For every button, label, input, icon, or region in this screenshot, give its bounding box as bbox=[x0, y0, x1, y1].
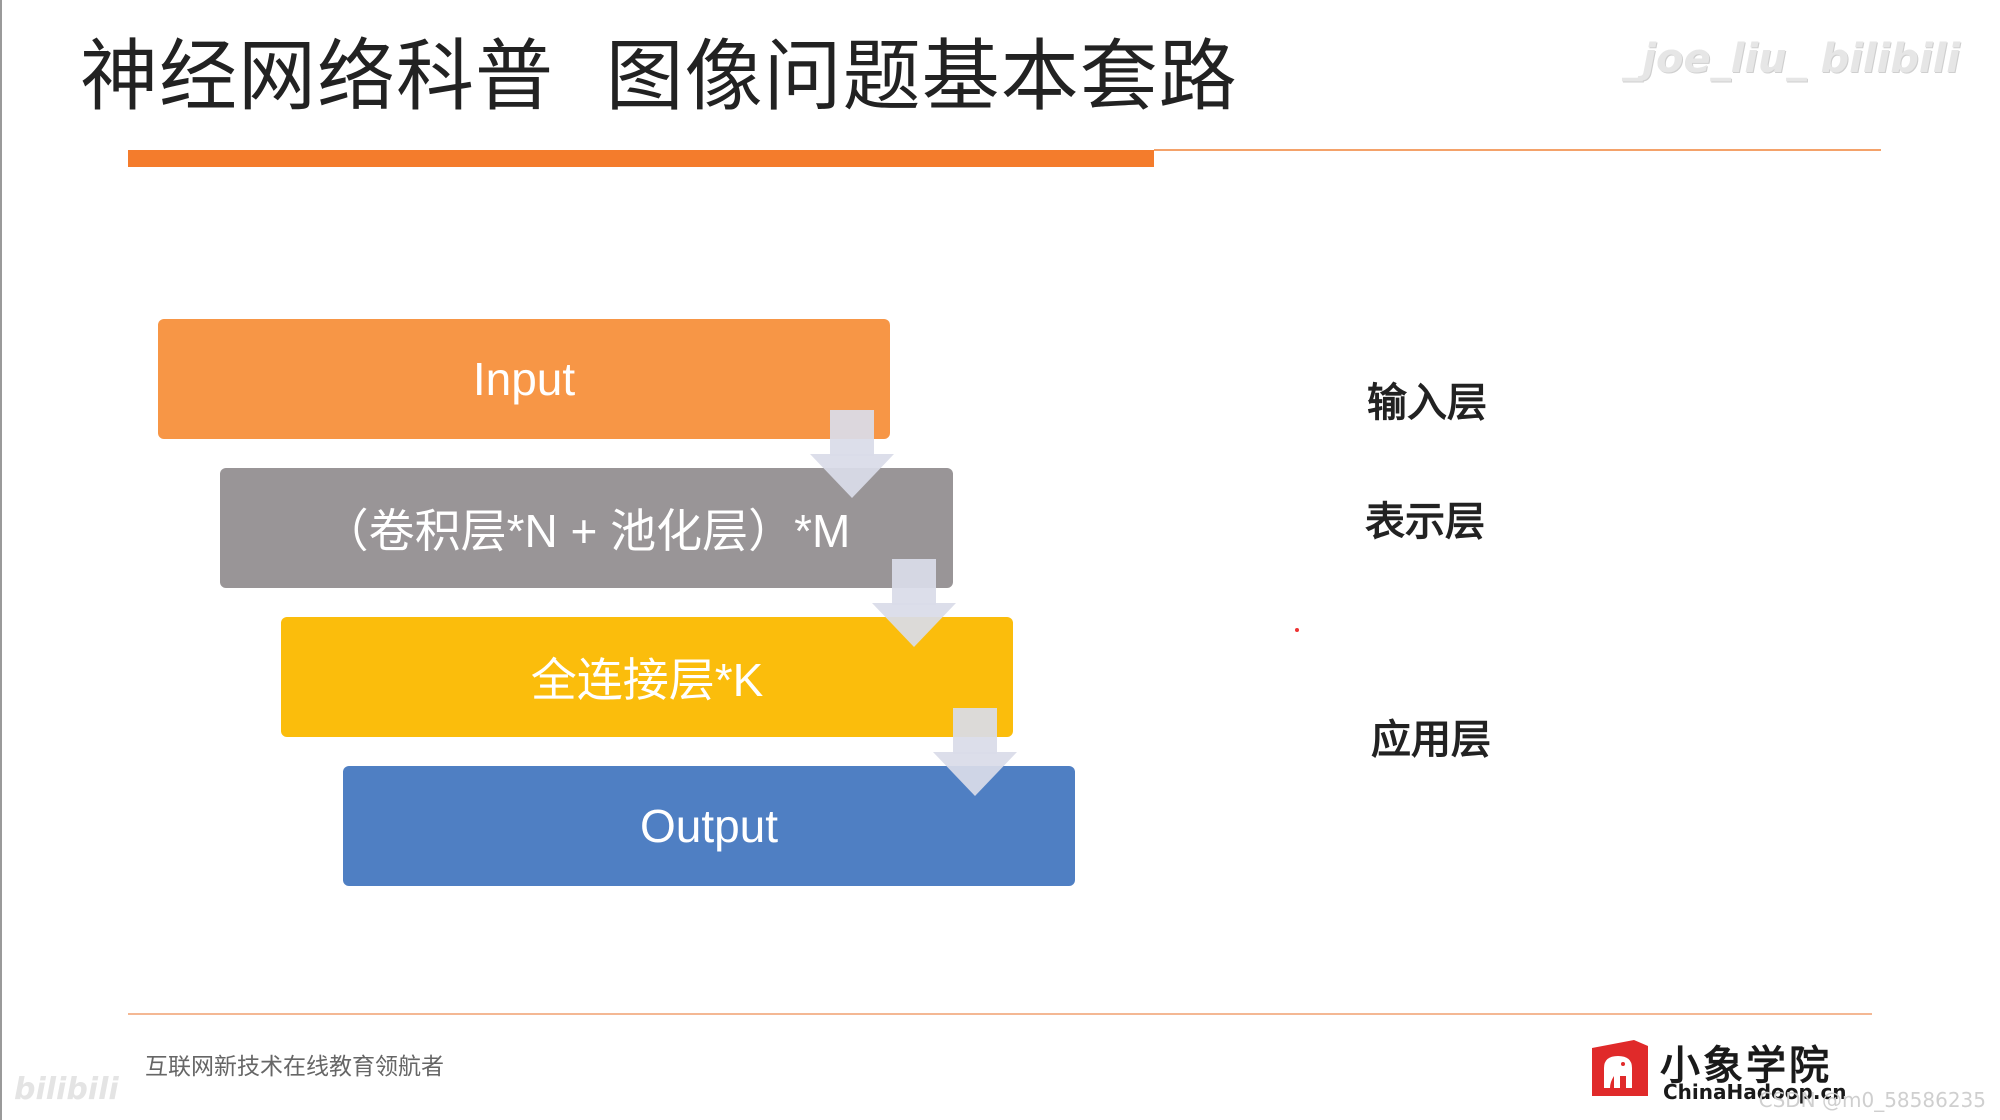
elephant-logo-icon bbox=[1592, 1040, 1648, 1096]
output-box: Output bbox=[343, 766, 1075, 886]
csdn-watermark: CSDN @m0_58586235 bbox=[1758, 1088, 1986, 1112]
layer-label-representation: 表示层 bbox=[1365, 499, 1485, 545]
representation-box: （卷积层*N + 池化层）*M bbox=[220, 468, 953, 588]
footer-divider bbox=[128, 1013, 1872, 1015]
fully-connected-box: 全连接层*K bbox=[281, 617, 1013, 737]
down-arrow-icon bbox=[810, 410, 894, 498]
layer-label-input: 输入层 bbox=[1367, 380, 1487, 426]
down-arrow-icon bbox=[872, 559, 956, 647]
stray-dot bbox=[1295, 628, 1299, 632]
watermark-bottom: bilibili bbox=[14, 1072, 119, 1107]
title-underline-thick bbox=[128, 150, 1154, 167]
left-border bbox=[0, 0, 2, 1120]
layer-label-application: 应用层 bbox=[1371, 717, 1491, 763]
down-arrow-icon bbox=[933, 708, 1017, 796]
logo-name: 小象学院 bbox=[1660, 1043, 1832, 1089]
title-underline-thin bbox=[1154, 149, 1881, 151]
watermark-top: _joe_liu_ bilibili bbox=[1622, 36, 1960, 82]
footer-tagline: 互联网新技术在线教育领航者 bbox=[145, 1054, 444, 1080]
logo-domain: ChinaHadoop.cn bbox=[1663, 1080, 1847, 1104]
input-box: Input bbox=[158, 319, 890, 439]
page-title: 神经网络科普 图像问题基本套路 bbox=[80, 32, 1238, 122]
